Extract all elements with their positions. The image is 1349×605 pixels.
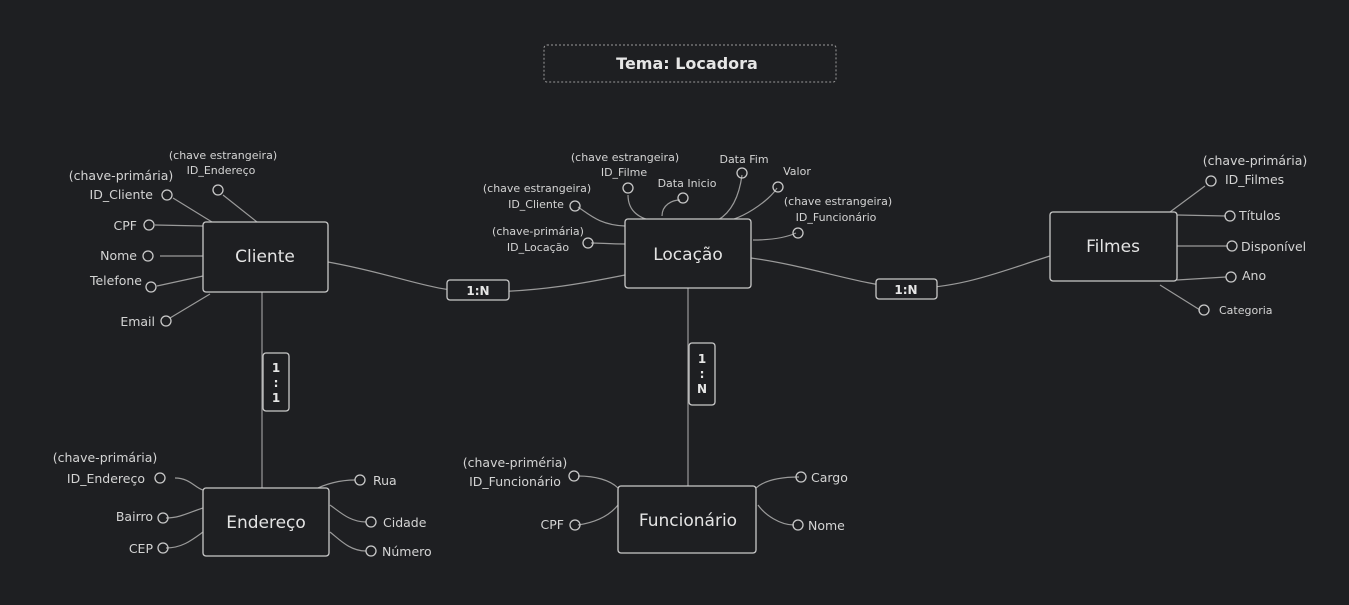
entity-endereco-label: Endereço bbox=[226, 513, 306, 533]
attr-circle-icon[interactable] bbox=[569, 200, 581, 212]
diagram-title-text: Tema: Locadora bbox=[616, 54, 758, 73]
entity-filmes-label: Filmes bbox=[1086, 237, 1140, 257]
attr-label: Cidade bbox=[383, 515, 427, 530]
attr-label: CPF bbox=[541, 517, 564, 532]
attr-label: Nome bbox=[808, 518, 845, 533]
attr-label: Bairro bbox=[116, 509, 153, 524]
attr-label: Disponível bbox=[1241, 239, 1306, 254]
attr-circle-icon[interactable] bbox=[736, 167, 748, 179]
entity-funcionario[interactable]: Funcionário bbox=[617, 485, 757, 554]
attr-label: CPF bbox=[114, 218, 137, 233]
cardinality-locacao-funcionario[interactable]: 1 : N bbox=[688, 342, 716, 406]
attr-circle-icon[interactable] bbox=[677, 192, 689, 204]
attr-circle-icon[interactable] bbox=[582, 237, 594, 249]
cardinality-label: : bbox=[700, 367, 705, 381]
attr-circle-icon[interactable] bbox=[795, 471, 807, 483]
attr-label: Categoria bbox=[1219, 304, 1273, 317]
attr-label: ID_Funcionário bbox=[796, 211, 877, 224]
attr-circle-icon[interactable] bbox=[622, 182, 634, 194]
attr-note: (chave-priméria) bbox=[463, 455, 568, 470]
attr-note: (chave estrangeira) bbox=[483, 182, 591, 195]
attr-label: Ano bbox=[1242, 268, 1266, 283]
attr-note: (chave-primária) bbox=[69, 168, 173, 183]
attr-label: ID_Filmes bbox=[1225, 172, 1284, 187]
funcionario-attributes: (chave-priméria) ID_Funcionário CPF Carg… bbox=[463, 455, 848, 533]
cardinality-label: N bbox=[697, 382, 707, 396]
cardinality-label: : bbox=[274, 376, 279, 390]
attr-label: Rua bbox=[373, 473, 397, 488]
attr-circle-icon[interactable] bbox=[160, 315, 172, 327]
attr-circle-icon[interactable] bbox=[157, 542, 169, 554]
attr-circle-icon[interactable] bbox=[1225, 271, 1237, 283]
attr-label: Telefone bbox=[89, 273, 142, 288]
attr-label: Nome bbox=[100, 248, 137, 263]
cardinality-locacao-filmes[interactable]: 1:N bbox=[875, 278, 938, 300]
attr-label: ID_Cliente bbox=[90, 187, 154, 202]
attr-circle-icon[interactable] bbox=[1226, 240, 1238, 252]
attr-circle-icon[interactable] bbox=[145, 281, 157, 293]
attr-circle-icon[interactable] bbox=[365, 545, 377, 557]
cardinality-cliente-endereco[interactable]: 1 : 1 bbox=[262, 352, 290, 412]
attr-circle-icon[interactable] bbox=[792, 519, 804, 531]
attr-note: (chave estrangeira) bbox=[571, 151, 679, 164]
attr-label: Títulos bbox=[1238, 208, 1281, 223]
attr-circle-icon[interactable] bbox=[772, 181, 784, 193]
attr-circle-icon[interactable] bbox=[143, 219, 155, 231]
cardinality-label: 1:N bbox=[894, 283, 917, 297]
cliente-attributes: (chave estrangeira) ID_Endereço (chave-p… bbox=[69, 149, 277, 329]
attr-label: Cargo bbox=[811, 470, 848, 485]
entity-filmes[interactable]: Filmes bbox=[1049, 211, 1178, 282]
cardinality-label: 1 bbox=[698, 352, 706, 366]
attr-circle-icon[interactable] bbox=[1205, 175, 1217, 187]
attr-circle-icon[interactable] bbox=[1198, 304, 1210, 316]
entity-funcionario-label: Funcionário bbox=[639, 511, 737, 531]
attr-circle-icon[interactable] bbox=[142, 250, 154, 262]
attr-label: ID_Locação bbox=[507, 241, 569, 254]
cardinality-label: 1 bbox=[272, 391, 280, 405]
attr-note: (chave estrangeira) bbox=[169, 149, 277, 162]
attr-note: (chave-primária) bbox=[492, 225, 584, 238]
attr-label: ID_Cliente bbox=[508, 198, 564, 211]
attr-label: Data Fim bbox=[719, 153, 768, 166]
attr-label: CEP bbox=[129, 541, 154, 556]
attr-circle-icon[interactable] bbox=[154, 472, 166, 484]
entity-endereco[interactable]: Endereço bbox=[202, 487, 330, 557]
filmes-attributes: (chave-primária) ID_Filmes Títulos Dispo… bbox=[1198, 153, 1307, 317]
attr-label: Data Inicio bbox=[658, 177, 717, 190]
attr-note: (chave-primária) bbox=[53, 450, 157, 465]
entity-locacao-label: Locação bbox=[653, 245, 723, 265]
attr-label: Email bbox=[120, 314, 155, 329]
attr-circle-icon[interactable] bbox=[1224, 210, 1236, 222]
attr-circle-icon[interactable] bbox=[792, 227, 804, 239]
locacao-attributes: (chave estrangeira) ID_Filme Data Inicio… bbox=[483, 151, 892, 254]
cardinality-cliente-locacao[interactable]: 1:N bbox=[446, 279, 510, 301]
attr-circle-icon[interactable] bbox=[157, 512, 169, 524]
attr-circle-icon[interactable] bbox=[161, 189, 173, 201]
entity-cliente-label: Cliente bbox=[235, 247, 295, 267]
attr-note: (chave-primária) bbox=[1203, 153, 1307, 168]
attr-label: ID_Funcionário bbox=[469, 474, 561, 489]
cardinality-label: 1 bbox=[272, 361, 280, 375]
attr-label: Valor bbox=[783, 165, 811, 178]
diagram-title[interactable]: Tema: Locadora bbox=[543, 44, 837, 83]
attr-circle-icon[interactable] bbox=[569, 519, 581, 531]
entity-cliente[interactable]: Cliente bbox=[202, 221, 329, 293]
attr-circle-icon[interactable] bbox=[354, 474, 366, 486]
cardinality-label: 1:N bbox=[466, 284, 489, 298]
endereco-attributes: (chave-primária) ID_Endereço Bairro CEP … bbox=[53, 450, 432, 559]
attr-label: Número bbox=[382, 544, 432, 559]
attr-label: ID_Endereço bbox=[67, 471, 145, 486]
attr-circle-icon[interactable] bbox=[365, 516, 377, 528]
attr-label: ID_Filme bbox=[601, 166, 648, 179]
attribute-connectors bbox=[154, 174, 1228, 552]
attr-label: ID_Endereço bbox=[187, 164, 256, 177]
attr-note: (chave estrangeira) bbox=[784, 195, 892, 208]
attr-circle-icon[interactable] bbox=[212, 184, 224, 196]
attr-circle-icon[interactable] bbox=[568, 470, 580, 482]
entity-locacao[interactable]: Locação bbox=[624, 218, 752, 289]
